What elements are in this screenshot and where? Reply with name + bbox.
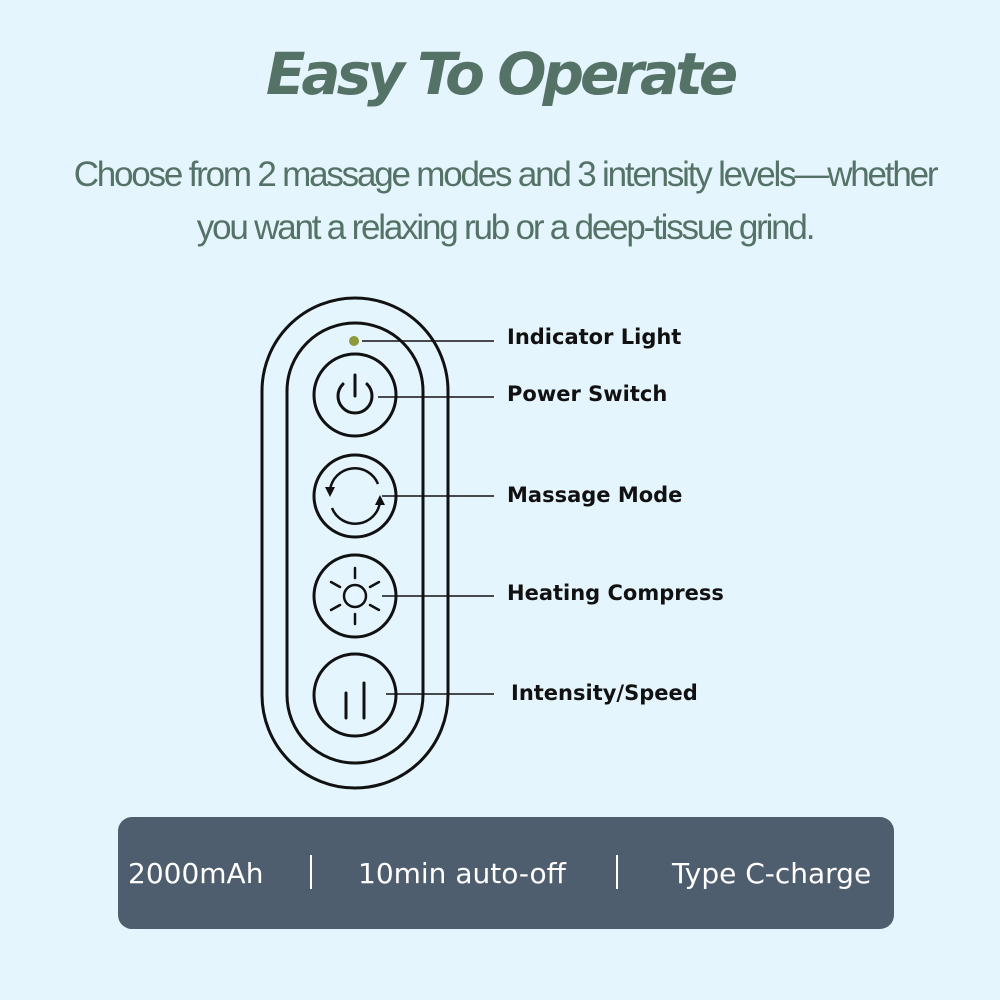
label-indicator-light: Indicator Light xyxy=(507,325,682,349)
remote-diagram xyxy=(260,296,494,790)
spec-charge: Type C-charge xyxy=(672,857,872,890)
remote-inner-panel xyxy=(285,321,425,765)
remote-outer-body xyxy=(260,296,450,790)
sun-icon xyxy=(329,566,381,626)
spec-separator xyxy=(616,855,618,889)
power-button[interactable] xyxy=(312,352,398,438)
label-massage-mode: Massage Mode xyxy=(507,483,683,507)
label-intensity-speed: Intensity/Speed xyxy=(511,681,698,705)
spec-separator xyxy=(310,855,312,889)
leader-lines xyxy=(362,340,494,695)
cycle-icon xyxy=(325,467,385,525)
page-title: Easy To Operate xyxy=(265,40,738,108)
subtitle-line-2: you want a relaxing rub or a deep-tissue… xyxy=(196,208,816,247)
indicator-light xyxy=(349,336,359,346)
power-icon xyxy=(336,373,374,415)
intensity-speed-button[interactable] xyxy=(312,652,398,738)
spec-battery: 2000mAh xyxy=(128,857,264,890)
subtitle-line-1: Choose from 2 massage modes and 3 intens… xyxy=(73,155,939,194)
spec-bar: 2000mAh 10min auto-off Type C-charge xyxy=(118,817,894,929)
label-power-switch: Power Switch xyxy=(507,382,668,406)
spec-auto-off: 10min auto-off xyxy=(358,857,566,890)
label-heating-compress: Heating Compress xyxy=(507,581,724,605)
intensity-icon xyxy=(344,681,366,720)
page-subtitle: Choose from 2 massage modes and 3 intens… xyxy=(20,148,990,254)
